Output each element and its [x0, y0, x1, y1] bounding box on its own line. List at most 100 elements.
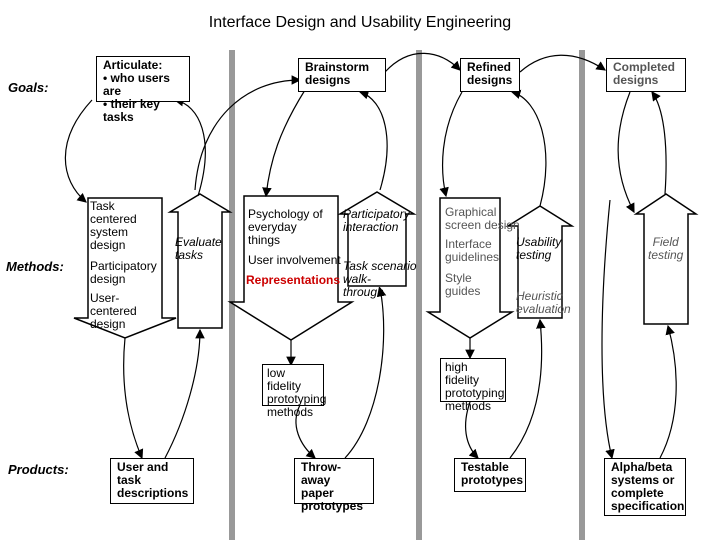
- row-label-products: Products:: [8, 462, 69, 477]
- brainstorm-line-1: Brainstorm: [305, 60, 370, 74]
- connector-field-to-completed: [651, 91, 667, 195]
- method-usability-testing: Usability testing: [516, 236, 561, 262]
- lowfi-line-1: low fidelity: [267, 366, 302, 393]
- task-centered-line-4: design: [90, 238, 126, 252]
- phase-separator-3: [579, 50, 585, 540]
- row-label-methods: Methods:: [6, 259, 64, 274]
- evaluate-line-2: tasks: [175, 248, 204, 262]
- graphical-line-2: screen design: [445, 218, 520, 232]
- product-alpha-beta-box: Alpha/beta systems or complete specifica…: [604, 458, 686, 516]
- articulate-line-1: Articulate:: [103, 58, 163, 72]
- interface-guidelines-line-2: guidelines: [445, 250, 500, 264]
- user-task-line-1: User and: [117, 460, 169, 474]
- usability-testing-arrow: [505, 205, 575, 319]
- method-graphical-screen-design: Graphical screen design: [445, 206, 520, 232]
- phase-separator-2: [416, 50, 422, 540]
- completed-line-1: Completed: [613, 60, 676, 74]
- connector-participatory-to-brainstorm: [358, 90, 388, 191]
- method-interface-guidelines: Interface guidelines: [445, 238, 499, 264]
- connector-refined-to-completed: [519, 54, 606, 73]
- field-testing-arrow: [633, 193, 699, 325]
- usability-line-1: Usability: [516, 235, 562, 249]
- connector-alpha-to-field: [659, 324, 677, 459]
- field-testing-line-2: testing: [648, 248, 684, 262]
- connector-hifi-to-testable: [464, 401, 479, 459]
- goal-brainstorm-box: Brainstorm designs: [298, 58, 386, 92]
- task-scenario-line-3: through: [343, 285, 384, 299]
- alpha-line-2: systems or: [611, 473, 675, 487]
- phase-separator-1: [229, 50, 235, 540]
- connector-methods-to-user-task: [123, 337, 144, 460]
- method-heuristic-evaluation: Heuristic evaluation: [516, 290, 571, 316]
- throwaway-line-3: prototypes: [301, 499, 364, 513]
- connector-completed-to-alpha: [601, 199, 615, 460]
- hifi-line-3: methods: [445, 399, 492, 413]
- style-guides-line-1: Style: [445, 271, 472, 285]
- task-scenario-line-1: Task scenario: [343, 259, 417, 273]
- connector-throwaway-to-participatory: [344, 286, 387, 459]
- psychology-line-2: everyday: [248, 220, 297, 234]
- method-user-centered: User- centered design: [90, 292, 137, 331]
- row-label-goals: Goals:: [8, 80, 49, 95]
- completed-line-2: designs: [613, 73, 659, 87]
- connector-articulate-to-methods: [64, 99, 93, 203]
- task-centered-line-1: Task: [90, 199, 115, 213]
- connector-to-brainstorm: [194, 75, 302, 191]
- user-centered-line-3: design: [90, 317, 126, 331]
- connector-lowfi-to-throwaway: [295, 404, 316, 459]
- refined-line-2: designs: [467, 73, 513, 87]
- participatory-line-1: Participatory: [90, 259, 157, 273]
- method-participatory-interaction: Participatory interaction: [343, 208, 410, 234]
- alpha-line-1: Alpha/beta: [611, 460, 673, 474]
- task-centered-line-3: system: [90, 225, 129, 239]
- interface-guidelines-line-1: Interface: [445, 237, 492, 251]
- user-centered-line-1: User-: [90, 291, 120, 305]
- connector-brainstorm-to-methods: [262, 89, 306, 198]
- task-centered-line-2: centered: [90, 212, 137, 226]
- diagram-title: Interface Design and Usability Engineeri…: [208, 14, 512, 31]
- goal-articulate-box: Articulate: • who users are • their key …: [96, 56, 190, 124]
- method-task-scenario: Task scenario walk- through: [343, 260, 417, 299]
- methods-arrow-2: [227, 195, 355, 341]
- method-style-guides: Style guides: [445, 272, 480, 298]
- evaluate-tasks-arrow: [167, 193, 233, 329]
- hifi-line-2: prototyping: [445, 386, 505, 400]
- method-evaluate-tasks: Evaluate tasks: [175, 236, 222, 262]
- usability-line-2: testing: [516, 248, 552, 262]
- throwaway-line-2: paper: [301, 486, 334, 500]
- heuristic-line-2: evaluation: [516, 302, 571, 316]
- connector-usability-to-refined: [510, 89, 547, 207]
- goal-refined-box: Refined designs: [460, 58, 520, 92]
- method-representations: Representations: [246, 273, 341, 287]
- participatory-line-2: design: [90, 272, 126, 286]
- product-throwaway-box: Throw-away paper prototypes: [294, 458, 374, 513]
- participatory-interaction-arrow: [337, 191, 417, 287]
- user-task-line-2: task: [117, 473, 142, 487]
- product-testable-box: Testable prototypes: [454, 458, 526, 492]
- hifi-line-1: high fidelity: [445, 360, 480, 387]
- graphical-line-1: Graphical: [445, 205, 497, 219]
- throwaway-line-1: Throw-away: [301, 460, 341, 487]
- hifi-prototyping-box: high fidelity prototyping methods: [440, 358, 506, 413]
- method-psychology: Psychology of everyday things: [248, 208, 323, 247]
- task-scenario-line-2: walk-: [343, 272, 372, 286]
- participatory-interaction-line-1: Participatory: [343, 207, 410, 221]
- testable-line-2: prototypes: [461, 473, 524, 487]
- method-user-involvement: User involvement: [248, 253, 341, 267]
- methods-arrow-3: [425, 197, 515, 339]
- psychology-line-1: Psychology of: [248, 207, 323, 221]
- product-user-task-box: User and task descriptions: [110, 458, 194, 504]
- user-centered-line-2: centered: [90, 304, 137, 318]
- heuristic-line-1: Heuristic: [516, 289, 563, 303]
- alpha-line-3: complete: [611, 486, 664, 500]
- connector-user-task-to-evaluate: [164, 328, 205, 459]
- evaluate-line-1: Evaluate: [175, 235, 222, 249]
- method-participatory-design: Participatory design: [90, 260, 157, 286]
- method-task-centered: Task centered system design: [90, 200, 137, 252]
- style-guides-line-2: guides: [445, 284, 481, 298]
- connector-completed-to-field: [617, 91, 635, 214]
- methods-arrow-1: [73, 197, 177, 339]
- refined-line-1: Refined: [467, 60, 512, 74]
- lowfi-line-3: methods: [267, 405, 314, 419]
